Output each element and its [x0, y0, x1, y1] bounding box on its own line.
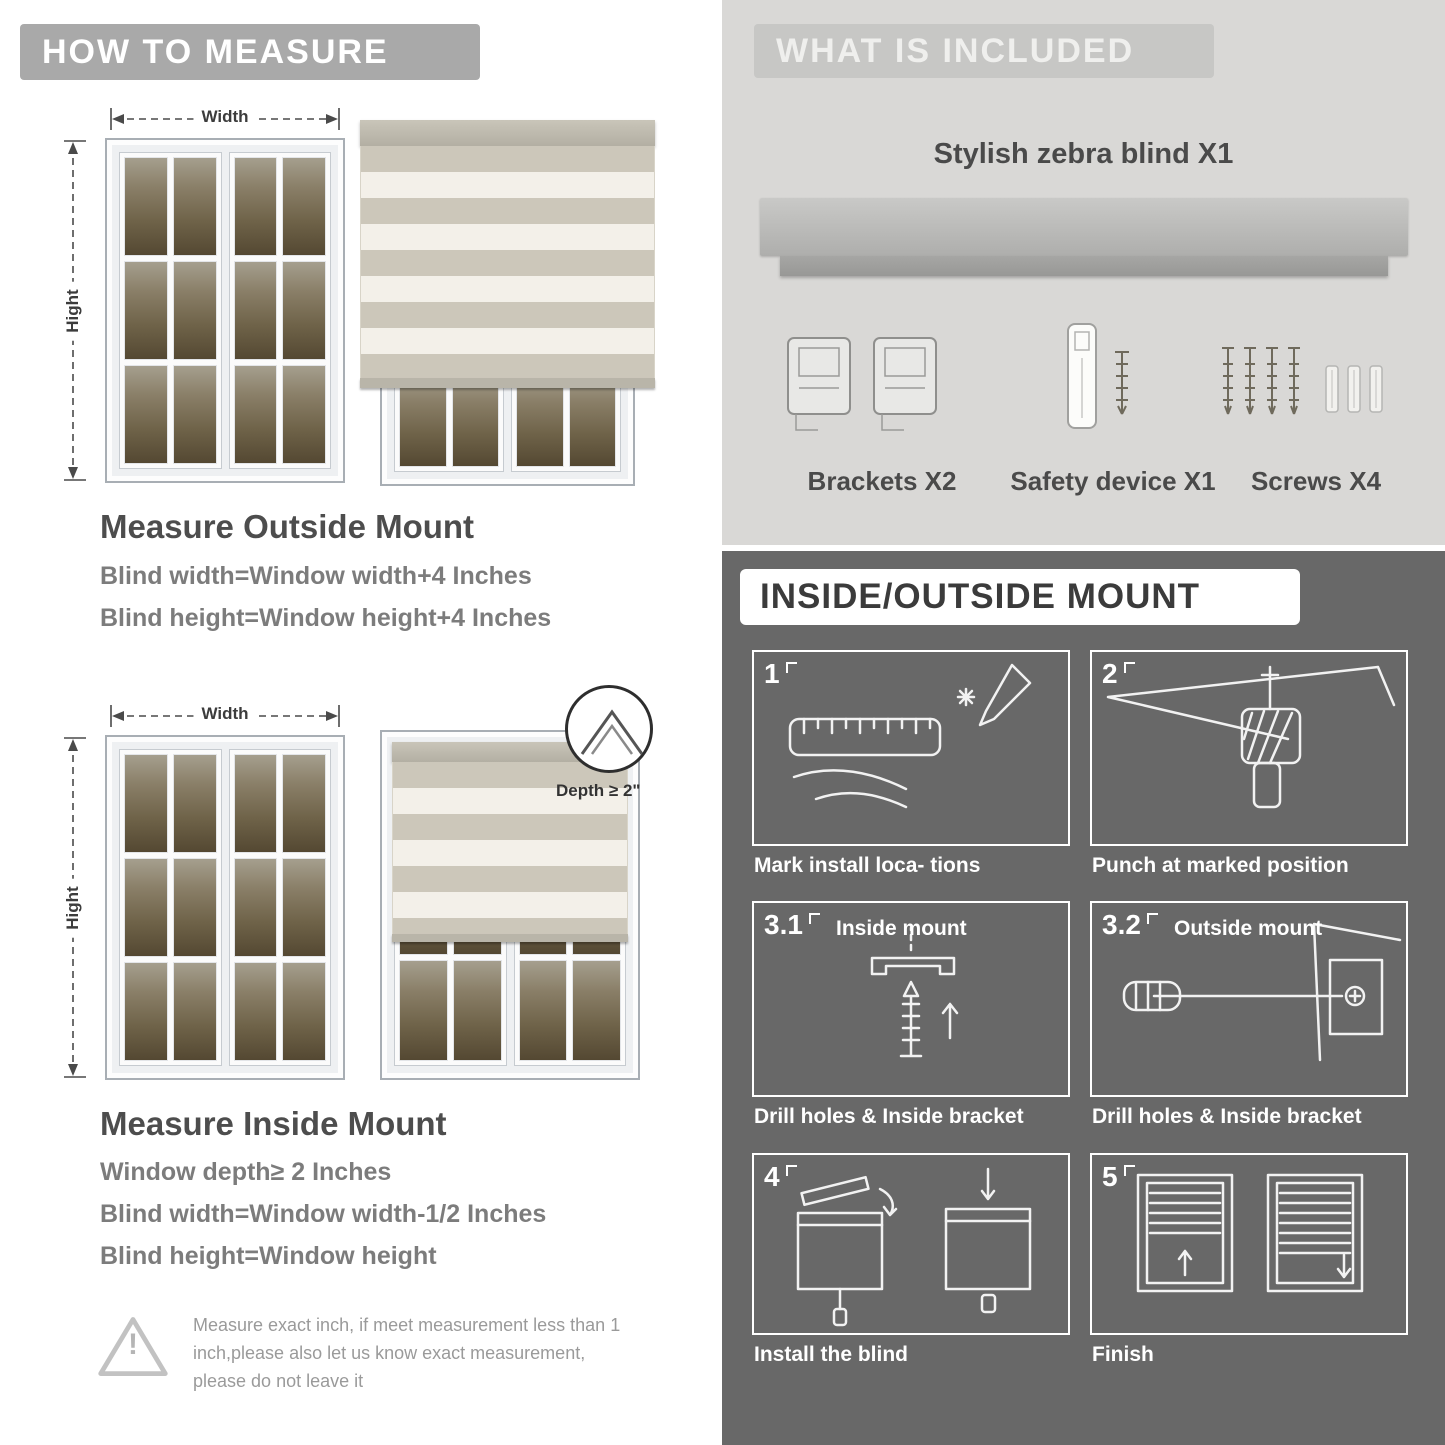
height-label: Hight [63, 877, 83, 938]
step-caption: Finish [1092, 1343, 1154, 1366]
warning-exclamation: ! [128, 1328, 138, 1361]
screws-icon [1214, 336, 1394, 441]
step-title: Outside mount [1174, 917, 1323, 940]
how-to-measure-section: HOW TO MEASURE Width [0, 0, 722, 1445]
inside-mount-line: Blind height=Window height [100, 1242, 437, 1270]
step-number: 5 [1102, 1161, 1135, 1193]
step-caption: Drill holes & Inside bracket [1092, 1105, 1362, 1128]
step-caption: Punch at marked position [1092, 854, 1349, 877]
brackets-icon [784, 330, 944, 447]
depth-detail-circle [565, 685, 653, 773]
blind-bottomrail [392, 934, 628, 942]
mount-section-header: INSIDE/OUTSIDE MOUNT [740, 569, 1300, 625]
inside-mount-title: Measure Inside Mount [100, 1105, 447, 1142]
safety-device-label: Safety device X1 [1010, 466, 1216, 496]
zebra-blind-illustration [360, 120, 655, 388]
right-column: WHAT IS INCLUDED Stylish zebra blind X1 [722, 0, 1445, 1445]
step-3-1-illustration [870, 926, 959, 1058]
zebra-blind-illustration [392, 742, 628, 942]
step-number: 3.2 [1102, 909, 1158, 941]
step-3-2-illustration [1122, 922, 1402, 1062]
width-label: Width [193, 107, 257, 127]
inside-mount-diagram: Width Hight [60, 685, 680, 1107]
how-to-measure-header: HOW TO MEASURE [20, 24, 480, 80]
outside-mount-line: Blind height=Window height+4 Inches [100, 604, 552, 632]
window-illustration [105, 138, 345, 483]
blind-headrail-illustration [760, 198, 1408, 276]
step-caption: Mark install loca- tions [754, 854, 981, 877]
step-panel-2: 2 [1090, 650, 1408, 846]
step-panel-3-1: 3.1 Inside mount [752, 901, 1070, 1097]
step-4-illustration [796, 1167, 1032, 1327]
screws-label: Screws X4 [1250, 466, 1382, 496]
width-label: Width [193, 704, 257, 724]
inside-mount-line: Blind width=Window width-1/2 Inches [100, 1200, 547, 1228]
step-number: 1 [764, 658, 797, 690]
step-number: 2 [1102, 658, 1135, 690]
step-caption: Install the blind [754, 1343, 909, 1366]
step-number: 4 [764, 1161, 797, 1193]
width-arrow: Width [105, 104, 345, 130]
window-illustration [105, 735, 345, 1080]
blind-stripes [392, 762, 628, 934]
window-sash [119, 152, 222, 469]
height-arrow: Hight [60, 735, 86, 1080]
brackets-label: Brackets X2 [807, 466, 957, 496]
step-2-illustration [1106, 665, 1396, 809]
width-arrow: Width [105, 701, 345, 727]
what-is-included-section: WHAT IS INCLUDED Stylish zebra blind X1 [722, 0, 1445, 545]
height-arrow: Hight [60, 138, 86, 483]
step-caption: Drill holes & Inside bracket [754, 1105, 1024, 1128]
step-5-illustration [1136, 1173, 1364, 1293]
outside-mount-blind-illustration [360, 120, 655, 492]
mount-instructions-section: INSIDE/OUTSIDE MOUNT 1 Mark install loca… [722, 551, 1445, 1445]
height-label: Hight [63, 280, 83, 341]
step-panel-5: 5 [1090, 1153, 1408, 1335]
safety-device-icon [1052, 318, 1148, 457]
step-1-illustration [788, 663, 1032, 809]
outside-mount-line: Blind width=Window width+4 Inches [100, 562, 532, 590]
inside-mount-line: Window depth≥ 2 Inches [100, 1158, 392, 1186]
outside-mount-title: Measure Outside Mount [100, 508, 475, 545]
warning-triangle-icon: ! [95, 1312, 171, 1382]
what-is-included-header: WHAT IS INCLUDED [754, 24, 1214, 78]
blind-stripes [360, 146, 655, 378]
step-title: Inside mount [836, 917, 967, 940]
step-panel-1: 1 [752, 650, 1070, 846]
window-sash [228, 152, 331, 469]
step-panel-4: 4 [752, 1153, 1070, 1335]
blind-bottomrail [360, 378, 655, 388]
measure-warning: ! Measure exact inch, if meet measuremen… [95, 1312, 640, 1396]
step-panel-3-2: 3.2 Outside mount [1090, 901, 1408, 1097]
depth-label: Depth ≥ 2" [556, 781, 641, 800]
product-label: Stylish zebra blind X1 [933, 138, 1234, 170]
step-number: 3.1 [764, 909, 820, 941]
outside-mount-diagram: Width Hight [60, 98, 680, 503]
blind-headrail [360, 120, 655, 146]
warning-text: Measure exact inch, if meet measurement … [193, 1315, 621, 1391]
